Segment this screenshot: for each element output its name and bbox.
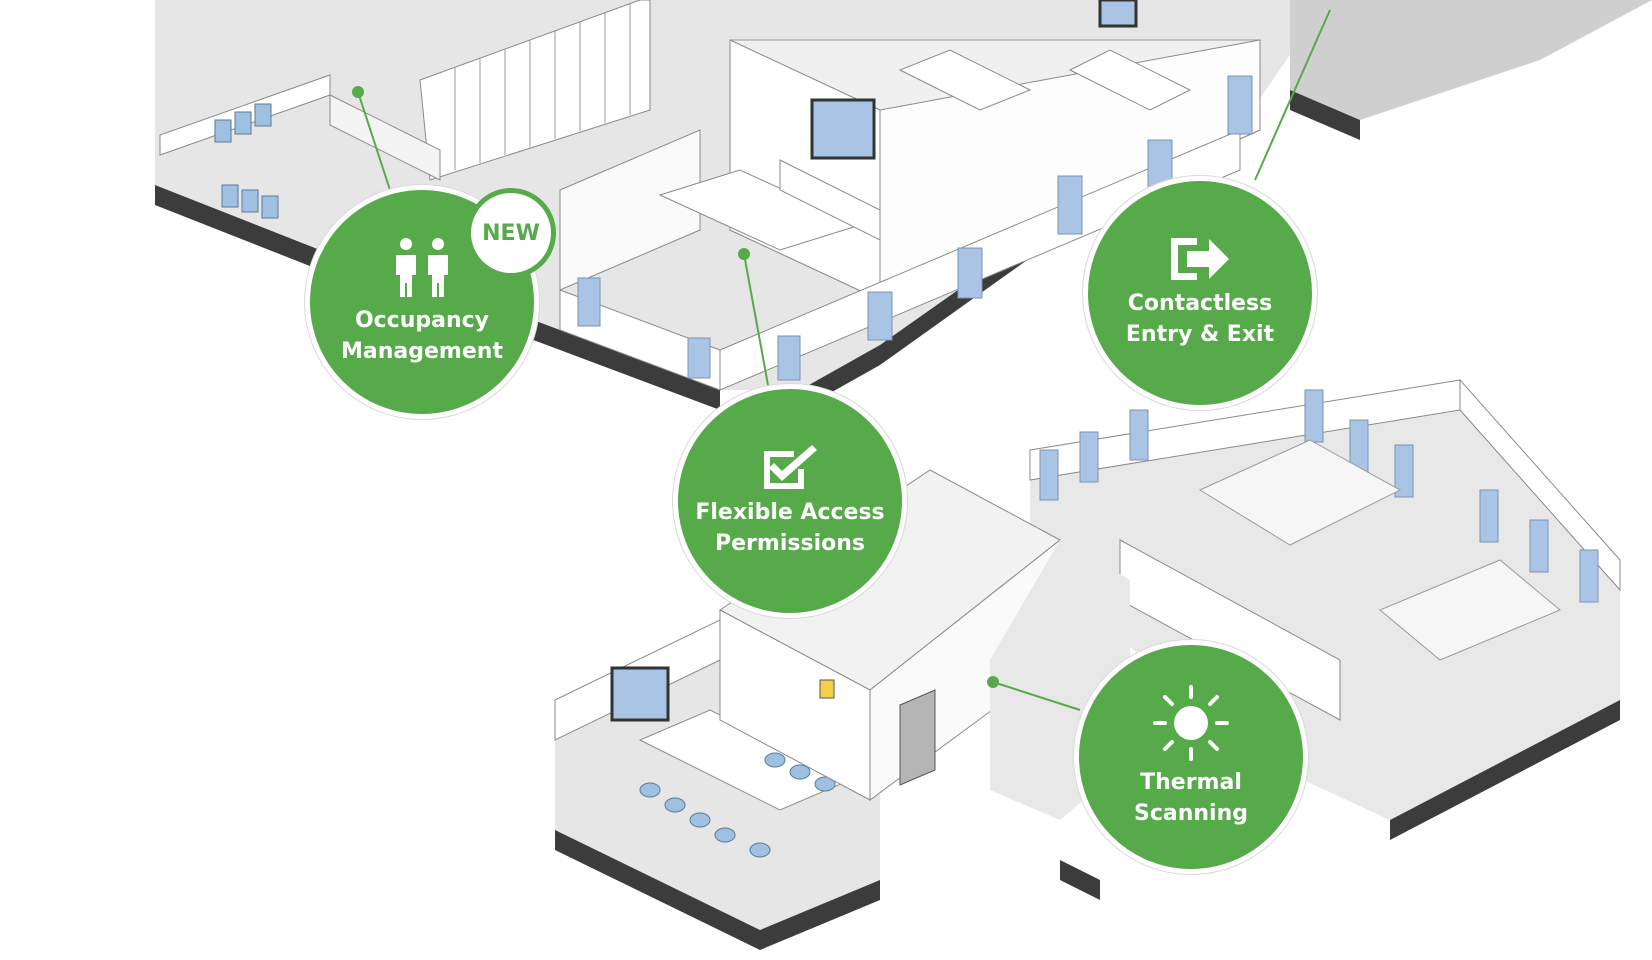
- entry-label-line2: Entry & Exit: [1125, 322, 1275, 347]
- people-icon: [396, 238, 448, 297]
- contactless-entry-exit-badge: Contactless Entry & Exit: [1083, 176, 1317, 410]
- new-badge: NEW: [466, 188, 556, 278]
- checkbox-icon: [764, 445, 817, 489]
- thermal-scanning-badge: Thermal Scanning: [1074, 640, 1308, 874]
- access-label-line1: Flexible Access: [695, 500, 885, 525]
- thermal-label-line2: Scanning: [1133, 801, 1248, 826]
- upper-floor: [155, 0, 1652, 410]
- thermal-label-line1: Thermal: [1140, 770, 1242, 795]
- office-wing: [1029, 378, 1621, 840]
- occupancy-label-line2: Management: [341, 339, 503, 364]
- exit-arrow-icon: [1171, 238, 1229, 280]
- occupancy-label-line1: Occupancy: [354, 308, 490, 333]
- sun-icon: [1153, 685, 1229, 761]
- flexible-access-permissions-badge: Flexible Access Permissions: [673, 384, 907, 618]
- connector-lines: [352, 9, 1331, 711]
- access-label-line2: Permissions: [715, 531, 865, 556]
- entry-label-line1: Contactless: [1127, 291, 1273, 316]
